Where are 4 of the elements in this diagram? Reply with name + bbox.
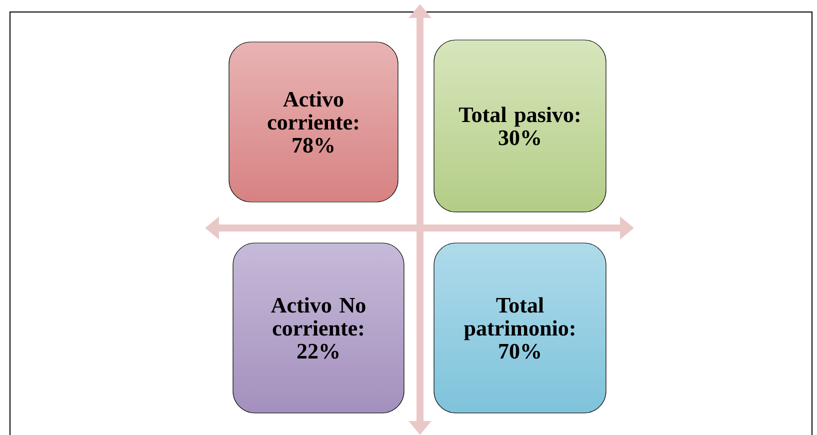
quadrant-box: Total pasivo: 30% xyxy=(434,40,606,212)
quadrant-box: Activo No corriente: 22% xyxy=(232,242,404,414)
quadrant-box: Total patrimonio: 70% xyxy=(434,242,606,414)
quadrant-box: Activo corriente: 78% xyxy=(228,42,398,202)
